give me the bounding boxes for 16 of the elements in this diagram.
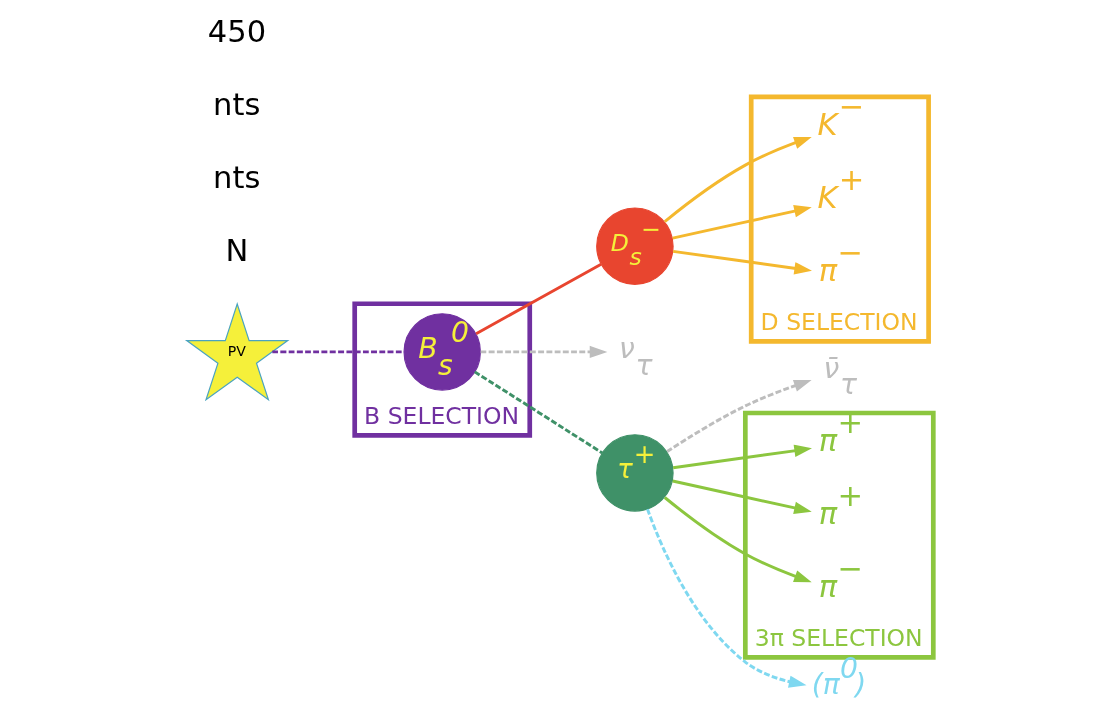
arrow <box>663 136 812 223</box>
label: N <box>224 232 248 268</box>
arrow <box>665 379 812 453</box>
arrow <box>645 508 807 688</box>
connector <box>474 263 602 335</box>
label: 450 <box>207 14 266 50</box>
arrow <box>672 249 812 275</box>
arrow <box>671 479 812 514</box>
arrow <box>663 496 812 583</box>
connector <box>473 370 603 455</box>
connector <box>271 350 404 354</box>
arrow <box>480 345 607 359</box>
label: nts <box>212 159 260 195</box>
arrow <box>671 205 812 240</box>
arrow <box>672 444 812 470</box>
label: nts <box>212 86 260 122</box>
